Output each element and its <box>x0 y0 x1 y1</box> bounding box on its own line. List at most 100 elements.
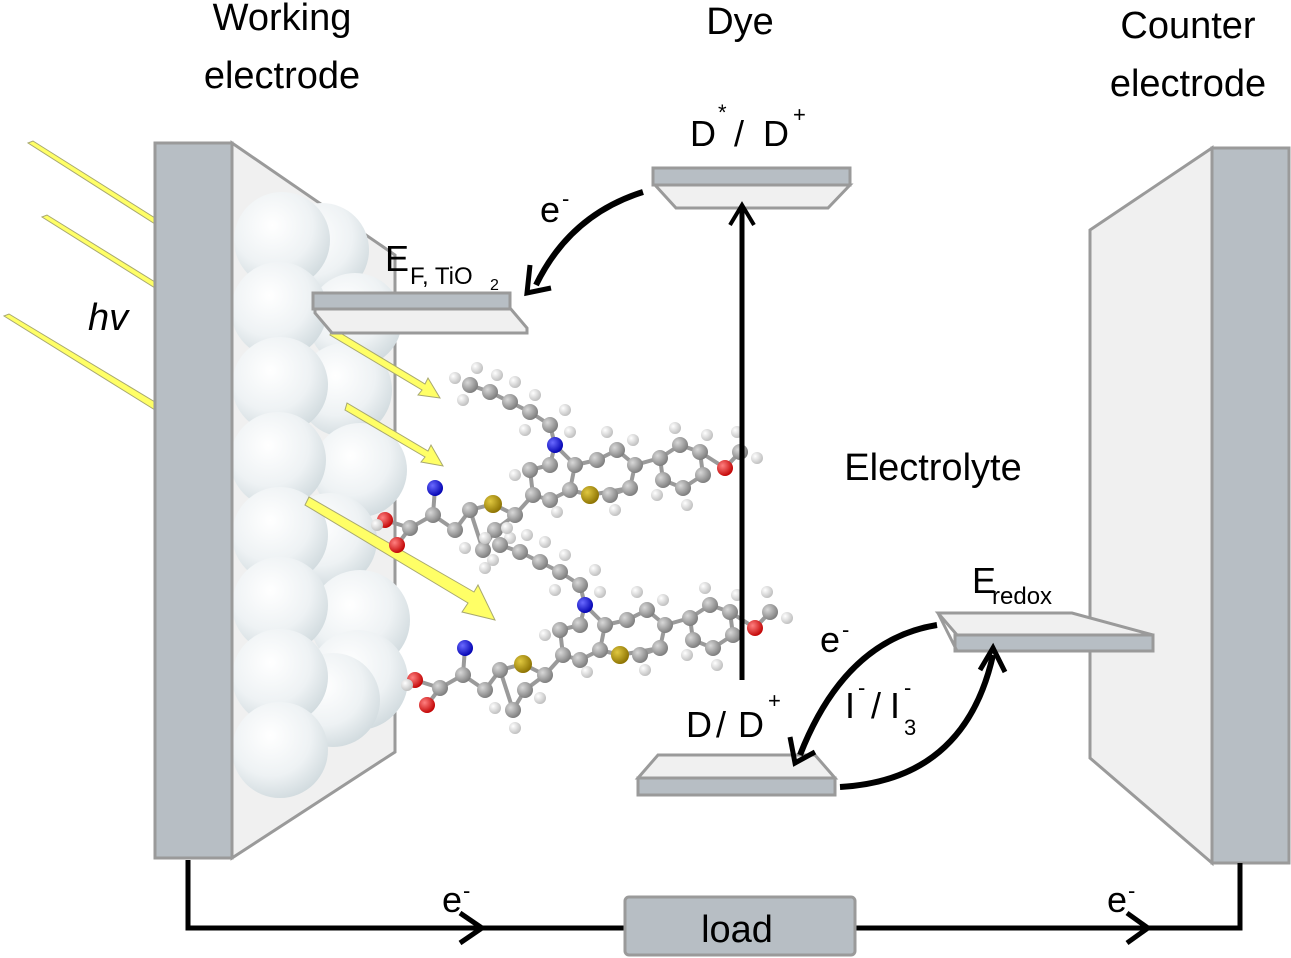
circuit-electron-left-minus: - <box>463 878 470 903</box>
carbon-atom <box>522 462 538 478</box>
carbon-atom <box>425 507 441 523</box>
redox-level <box>934 611 1155 653</box>
carbon-atom <box>552 622 568 638</box>
external-circuit <box>185 860 1243 946</box>
carbon-atom <box>572 617 588 633</box>
light-ray-2 <box>40 214 156 289</box>
nitrogen-atom <box>547 437 563 453</box>
carbon-atom <box>477 682 493 698</box>
oxygen-atom <box>419 697 435 713</box>
hydrogen-atom <box>509 469 521 481</box>
carbon-atom <box>597 617 613 633</box>
carbon-atom <box>602 487 618 503</box>
hydrogen-atom <box>401 679 413 691</box>
circuit-electron-right-minus: - <box>1128 878 1135 903</box>
hydrogen-atom <box>501 522 513 534</box>
circuit-electron-right-e: e <box>1107 879 1127 920</box>
regeneration-arrow-to-dye <box>797 622 938 757</box>
regeneration-arrow-to-dye-head <box>787 736 817 767</box>
regeneration-electron-e: e <box>820 619 840 660</box>
carbon-atom <box>462 502 478 518</box>
load: load <box>623 895 857 957</box>
carbon-atom <box>685 632 701 648</box>
counter-electrode-title-line2: electrode <box>1110 63 1266 105</box>
photon-label: hv <box>88 297 130 339</box>
hydrogen-atom <box>639 664 651 676</box>
carbon-atom <box>692 444 708 460</box>
sulfur-atom <box>484 495 502 513</box>
dye-excited-shelf-bottom <box>651 183 854 210</box>
carbon-atom <box>705 640 721 656</box>
sulfur-atom <box>514 655 532 673</box>
hydrogen-atom <box>601 426 613 438</box>
injection-electron-label: e - <box>540 186 569 230</box>
redox-shelf-edge <box>936 612 959 652</box>
carbon-atom <box>762 604 778 620</box>
excitation-arrow <box>728 201 756 680</box>
dye-molecule-lower <box>401 522 793 734</box>
tio2-sphere <box>230 412 326 508</box>
carbon-atom <box>592 642 608 658</box>
counter-electrode <box>1088 145 1291 867</box>
carbon-atom <box>542 457 558 473</box>
hydrogen-atom <box>509 376 521 388</box>
carbon-atom <box>432 680 448 696</box>
hydrogen-atom <box>581 666 593 678</box>
working-electrode-title-line2: electrode <box>204 55 360 97</box>
carbon-atom <box>572 577 588 593</box>
carbon-atom <box>622 480 638 496</box>
carbon-atom <box>682 610 698 626</box>
tio2-sphere <box>231 262 327 358</box>
carbon-atom <box>505 702 521 718</box>
hydrogen-atom <box>479 532 491 544</box>
redox-shelf-front <box>953 633 1155 653</box>
light-ray-3 <box>2 313 156 411</box>
fermi-level-shelf-top <box>313 306 529 335</box>
dye-excited-level <box>651 166 854 210</box>
hydrogen-atom <box>564 426 576 438</box>
carbon-atom <box>492 662 508 678</box>
hydrogen-atom <box>549 584 561 596</box>
hydrogen-atom <box>589 564 601 576</box>
carbon-atom <box>567 457 583 473</box>
hydrogen-atom <box>551 506 563 518</box>
tio2-sphere <box>232 487 328 583</box>
tio2-sphere <box>232 337 328 433</box>
redox-couple-i3: I <box>890 685 900 726</box>
injection-arrow <box>524 189 644 297</box>
dye-excited-d: D <box>690 113 716 154</box>
hydrogen-atom <box>701 429 713 441</box>
fermi-level-shelf-front <box>311 291 512 311</box>
hydrogen-atom <box>681 649 693 661</box>
hydrogen-atom <box>449 372 461 384</box>
regeneration-arrows <box>787 622 1008 790</box>
hydrogen-atom <box>457 394 469 406</box>
carbon-atom <box>542 492 558 508</box>
carbon-atom <box>487 522 503 538</box>
redox-label-sub: redox <box>992 583 1052 610</box>
fermi-level-label-sub: F, TiO <box>410 263 473 290</box>
dye-ground-level <box>634 753 839 797</box>
light-ray-1 <box>26 140 156 225</box>
hydrogen-atom <box>699 582 711 594</box>
excitation-arrow-head <box>728 201 756 227</box>
carbon-atom <box>655 472 671 488</box>
carbon-atom <box>702 597 718 613</box>
carbon-atom <box>672 437 688 453</box>
hydrogen-atom <box>504 532 516 544</box>
injection-arrow-shaft <box>533 189 644 287</box>
carbon-atom <box>507 507 523 523</box>
fermi-level-tio2 <box>311 291 529 335</box>
circuit-electron-right: e - <box>1107 878 1135 920</box>
counter-electrode-side <box>1088 145 1214 867</box>
circuit-arrow-right <box>1125 910 1153 946</box>
circuit-electron-left: e - <box>442 878 470 920</box>
hydrogen-atom <box>519 424 531 436</box>
circuit-wire-left <box>185 860 625 931</box>
hydrogen-atom <box>521 529 533 541</box>
carbon-atom <box>502 394 518 410</box>
tio2-sphere <box>234 192 330 288</box>
carbon-atom <box>632 647 648 663</box>
injection-electron-minus: - <box>562 186 569 211</box>
